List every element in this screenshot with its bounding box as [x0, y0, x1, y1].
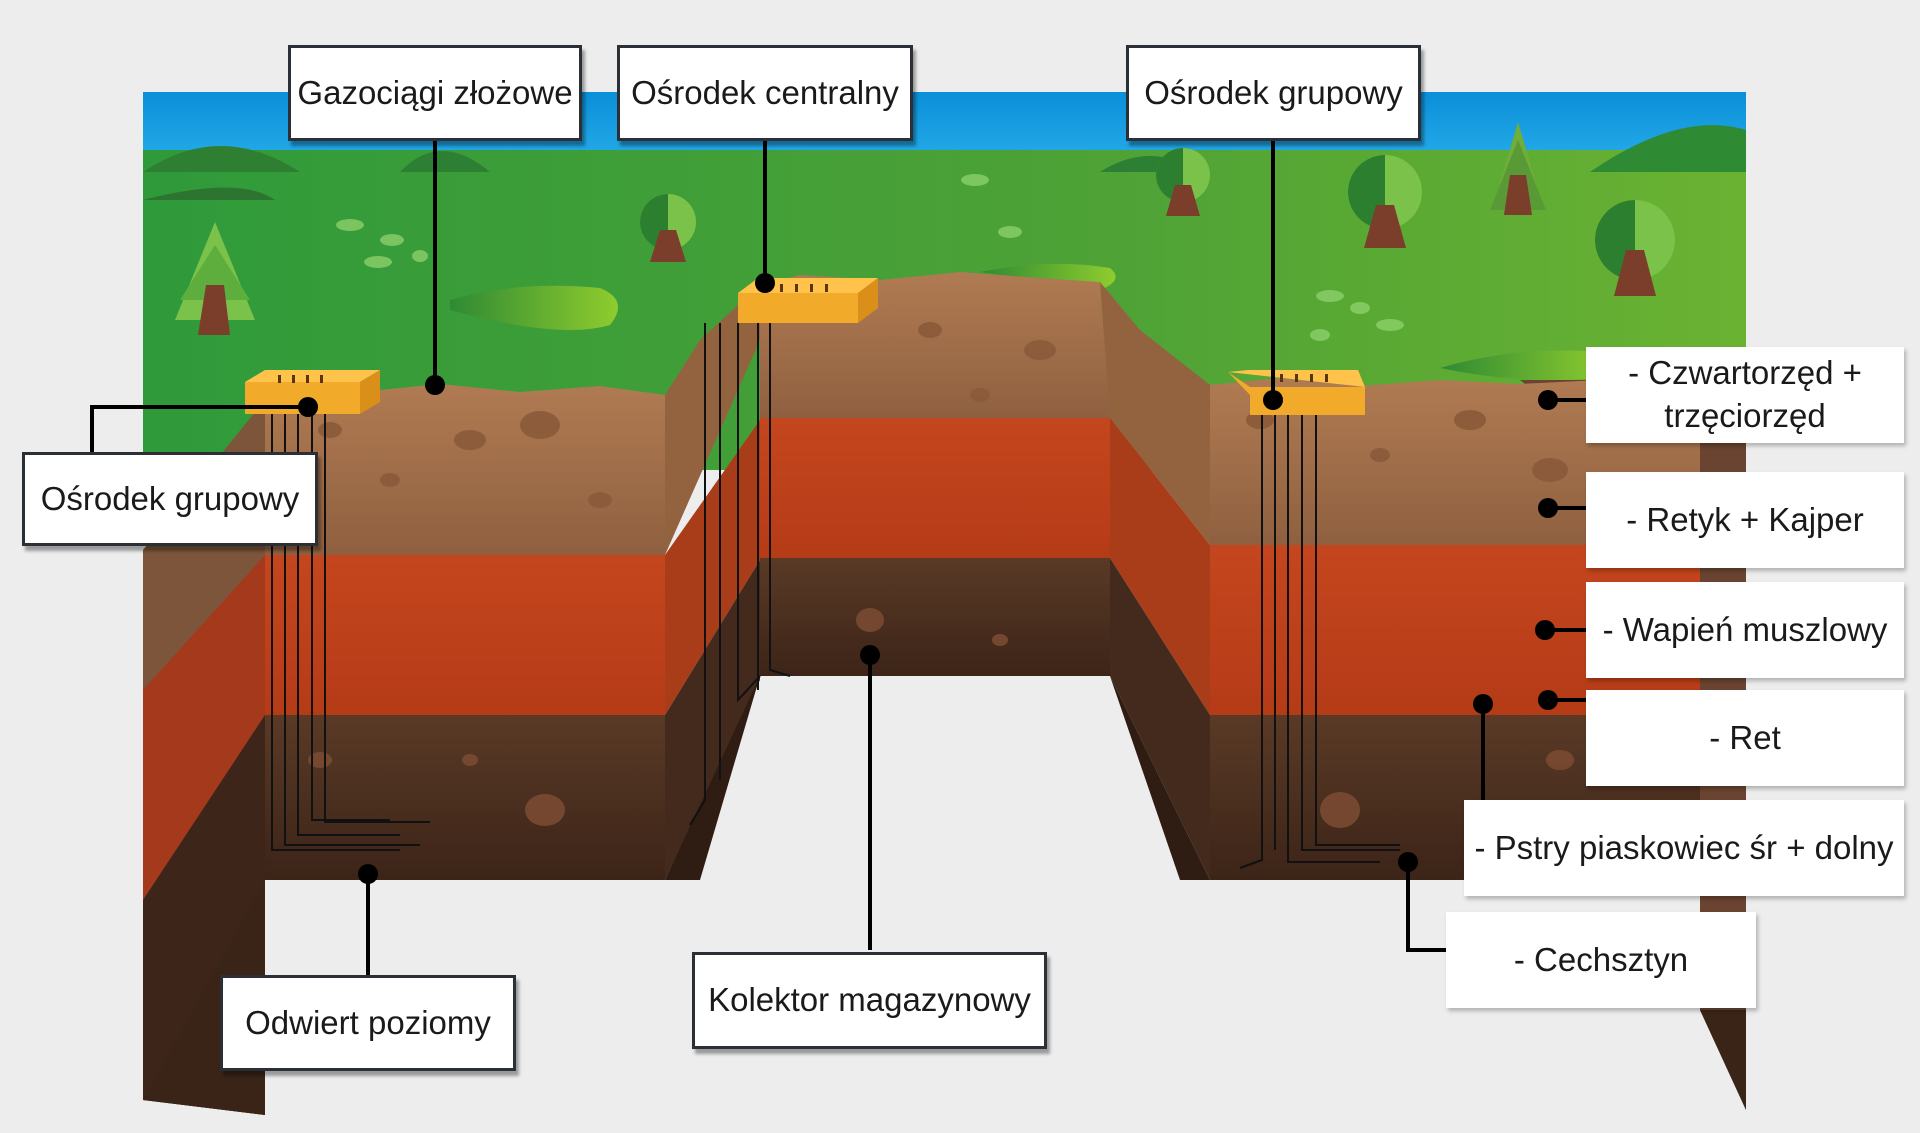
- tree-icon: [175, 222, 255, 335]
- layer-label-ret: - Ret: [1586, 690, 1904, 786]
- horizontal-wells: [271, 323, 1400, 869]
- layer-label-retyk: - Retyk + Kajper: [1586, 472, 1904, 568]
- tree-icon: [1156, 148, 1210, 216]
- osrodek-grupowy-right-label: Ośrodek grupowy: [1126, 45, 1421, 141]
- layer-label-czwartorzed-line1: - Czwartorzęd +: [1628, 354, 1862, 392]
- tree-icon: [1490, 122, 1546, 215]
- layer-label-czwartorzed-line2: trzęciorzęd: [1664, 397, 1826, 434]
- osrodek-centralny-label: Ośrodek centralny: [617, 45, 913, 141]
- ground-cross-section: [143, 272, 1746, 1115]
- layer-label-cechsztyn: - Cechsztyn: [1446, 912, 1756, 1008]
- tree-icon: [640, 194, 696, 262]
- tree-icon: [1348, 155, 1422, 248]
- leader-dots: [298, 273, 1558, 884]
- kolektor-magazynowy-label: Kolektor magazynowy: [692, 952, 1047, 1049]
- gazociagi-label: Gazociągi złożowe: [288, 45, 582, 141]
- layer-label-czwartorzed: - Czwartorzęd + trzęciorzęd: [1586, 347, 1904, 443]
- tree-icon: [1595, 200, 1675, 296]
- odwiert-poziomy-label: Odwiert poziomy: [220, 975, 516, 1071]
- layer-label-pstry: - Pstry piaskowiec śr + dolny: [1464, 800, 1904, 896]
- group-facility-right-icon: [1228, 370, 1365, 415]
- osrodek-grupowy-left-label: Ośrodek grupowy: [22, 452, 318, 546]
- layer-label-wapien: - Wapień muszlowy: [1586, 582, 1904, 678]
